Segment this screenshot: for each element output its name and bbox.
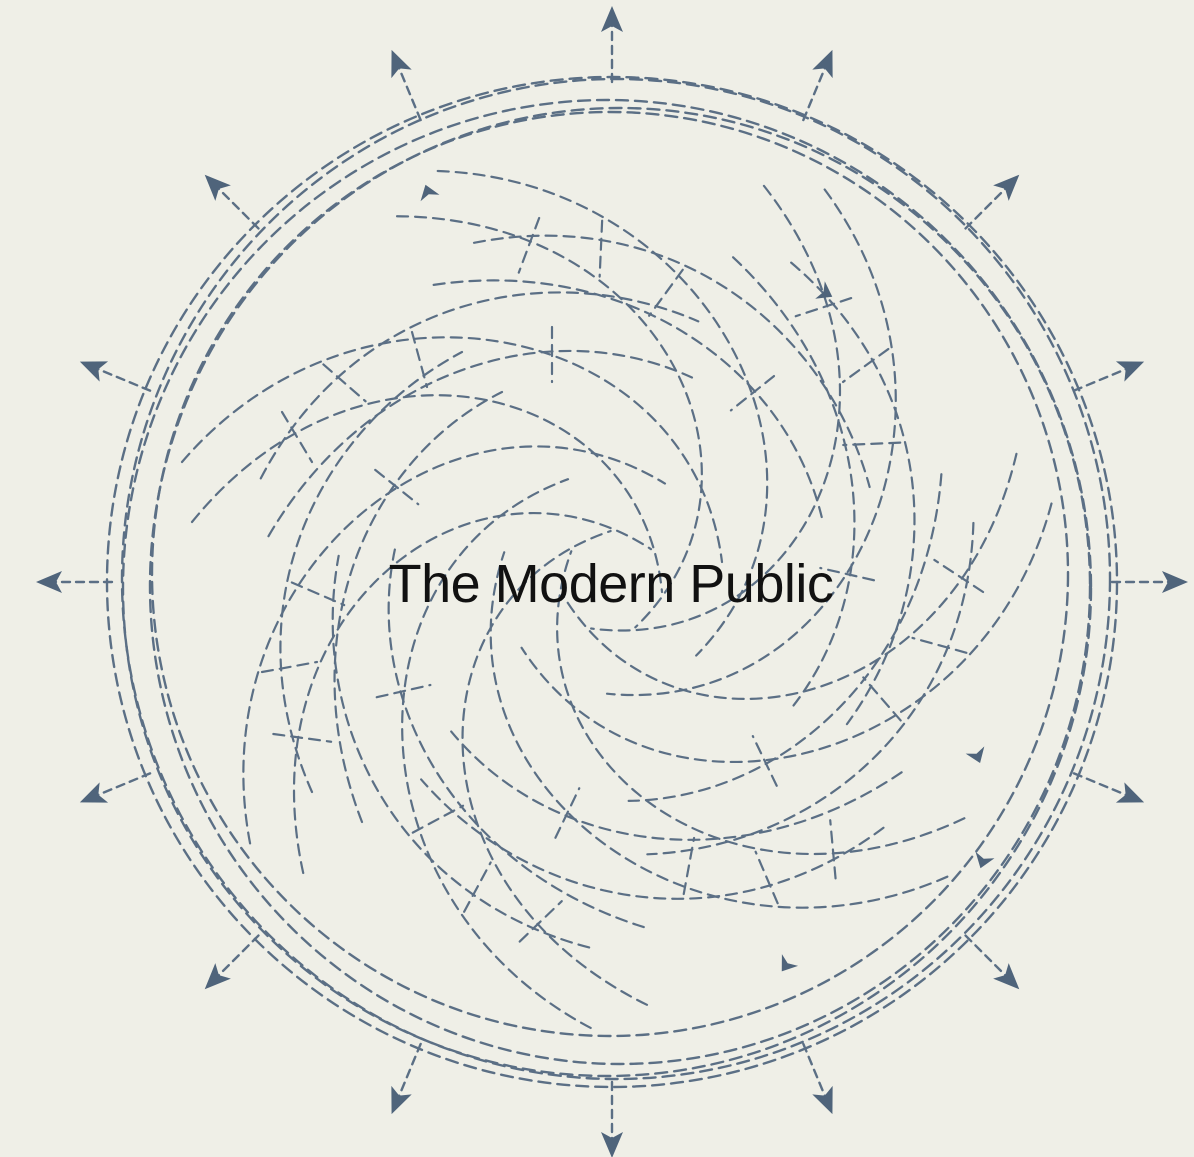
band-strand bbox=[461, 529, 649, 1006]
inner-arrow-icon bbox=[975, 851, 995, 869]
band-strand bbox=[292, 511, 653, 875]
weave-band bbox=[375, 478, 903, 1030]
weave-band bbox=[242, 445, 667, 949]
band-tick bbox=[829, 819, 837, 880]
band-strand bbox=[395, 215, 703, 629]
band-tick bbox=[280, 410, 314, 464]
weave-band bbox=[259, 169, 776, 657]
band-strand bbox=[472, 234, 871, 489]
band-strand bbox=[259, 291, 700, 480]
band-tick bbox=[841, 347, 890, 384]
band-strand bbox=[331, 554, 591, 949]
band-tick bbox=[272, 732, 333, 743]
woven-dashed-bands bbox=[180, 169, 1053, 1030]
band-tick bbox=[598, 219, 604, 278]
outward-arrow-icon bbox=[601, 1080, 623, 1157]
band-strand bbox=[333, 390, 504, 824]
outward-arrow-icon bbox=[964, 934, 1020, 990]
band-tick bbox=[374, 468, 420, 506]
band-strand bbox=[732, 256, 856, 707]
band-tick bbox=[411, 804, 465, 834]
band-strand bbox=[790, 261, 916, 726]
band-tick bbox=[754, 850, 779, 905]
band-tick bbox=[729, 375, 776, 412]
band-strand bbox=[387, 548, 645, 929]
outward-arrow-icon bbox=[391, 1042, 422, 1115]
band-tick bbox=[410, 330, 429, 389]
band-strand bbox=[489, 551, 949, 909]
outward-arrow-icon bbox=[79, 361, 152, 392]
weave-band bbox=[520, 256, 1053, 787]
inner-arrow-icon bbox=[965, 746, 985, 764]
weave-band bbox=[180, 325, 724, 824]
band-strand bbox=[180, 336, 724, 564]
band-strand bbox=[590, 184, 842, 632]
band-tick bbox=[794, 297, 853, 318]
band-strand bbox=[267, 349, 694, 538]
band-strand bbox=[605, 188, 897, 697]
outward-arrow-icon bbox=[802, 1042, 833, 1115]
band-tick bbox=[554, 787, 581, 839]
band-tick bbox=[682, 836, 696, 896]
inner-arrow-icon bbox=[781, 954, 799, 972]
outward-arrow-icon bbox=[1072, 361, 1145, 392]
band-tick bbox=[463, 861, 492, 913]
band-tick bbox=[751, 735, 778, 787]
outer-ring bbox=[148, 106, 1092, 1066]
band-strand bbox=[420, 778, 885, 900]
outward-arrow-icon bbox=[1072, 772, 1145, 803]
outward-arrow-icon bbox=[391, 49, 422, 122]
band-tick bbox=[911, 636, 968, 654]
outward-arrow-icon bbox=[204, 934, 260, 990]
band-tick bbox=[517, 216, 541, 274]
band-tick bbox=[260, 660, 319, 674]
outward-arrows bbox=[36, 6, 1188, 1157]
band-strand bbox=[556, 550, 966, 856]
band-strand bbox=[627, 473, 943, 803]
band-strand bbox=[520, 502, 1053, 763]
band-tick bbox=[290, 581, 346, 607]
inner-arrow-icon bbox=[815, 281, 833, 299]
outward-arrow-icon bbox=[79, 772, 152, 803]
band-tick bbox=[375, 683, 432, 699]
band-strand bbox=[279, 350, 464, 794]
band-tick bbox=[322, 363, 367, 403]
band-tick bbox=[933, 558, 985, 594]
band-strand bbox=[436, 169, 769, 657]
band-tick bbox=[648, 268, 684, 317]
band-tick bbox=[842, 441, 902, 447]
outward-arrow-icon bbox=[601, 6, 623, 84]
band-strand bbox=[561, 452, 1018, 700]
outward-arrow-icon bbox=[36, 571, 114, 593]
band-strand bbox=[242, 445, 667, 845]
outward-arrow-icon bbox=[802, 49, 833, 122]
band-strand bbox=[646, 521, 975, 856]
band-strand bbox=[401, 478, 592, 1030]
band-strand bbox=[450, 730, 903, 841]
outward-arrow-icon bbox=[204, 174, 260, 230]
outer-ring bbox=[120, 77, 1112, 1081]
inner-arrow-icon bbox=[420, 184, 440, 202]
band-strand bbox=[190, 394, 664, 594]
outward-arrow-icon bbox=[1110, 571, 1188, 593]
weave-band bbox=[489, 473, 975, 909]
band-tick bbox=[819, 566, 876, 582]
weave-band bbox=[432, 184, 902, 697]
outer-ring bbox=[150, 110, 1070, 1038]
band-tick bbox=[518, 900, 563, 943]
band-tick bbox=[862, 676, 902, 722]
band-strand bbox=[432, 279, 823, 519]
outward-arrow-icon bbox=[964, 174, 1020, 230]
